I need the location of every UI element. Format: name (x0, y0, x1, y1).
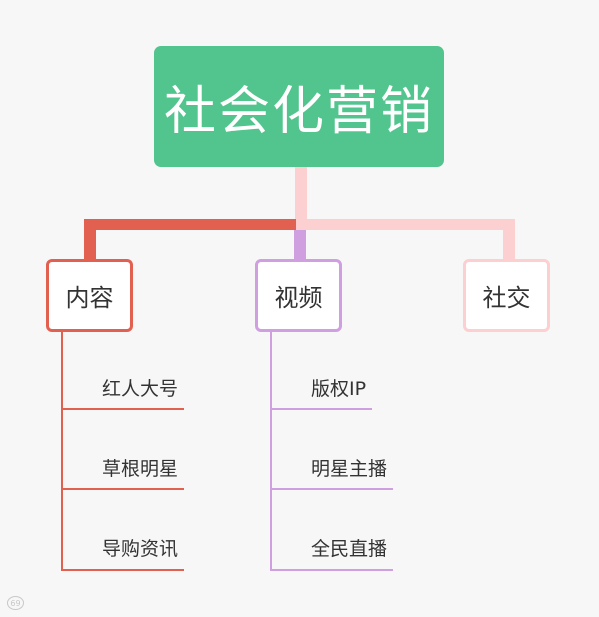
content-item-underline (62, 569, 184, 571)
content-item: 草根明星 (102, 458, 179, 480)
content-item: 红人大号 (102, 378, 179, 400)
video-item-underline (271, 408, 372, 410)
connector-horizontal-right (296, 219, 515, 230)
connector-root-trunk (295, 167, 307, 219)
video-item: 版权IP (311, 378, 367, 400)
content-item-underline (62, 408, 184, 410)
watermark: 69 (7, 596, 24, 610)
video-item: 明星主播 (311, 458, 388, 480)
category-label: 社交 (482, 284, 531, 312)
branch-vertical-video (270, 332, 272, 571)
connector-drop-video (294, 230, 306, 259)
category-node-social: 社交 (463, 259, 550, 332)
root-node-label: 社会化营销 (163, 82, 434, 142)
category-label: 视频 (274, 284, 323, 312)
watermark-logo-icon: 69 (7, 596, 24, 610)
video-item-underline (271, 488, 393, 490)
connector-drop-social (503, 219, 515, 259)
content-item-underline (62, 488, 184, 490)
root-node: 社会化营销 (154, 46, 444, 167)
video-item-underline (271, 569, 393, 571)
connector-horizontal-left (84, 219, 296, 230)
category-node-video: 视频 (255, 259, 342, 332)
branch-vertical-content (61, 332, 63, 571)
category-label: 内容 (65, 284, 114, 312)
content-item: 导购资讯 (102, 538, 179, 560)
video-item: 全民直播 (311, 538, 388, 560)
connector-drop-content (84, 219, 96, 259)
category-node-content: 内容 (46, 259, 133, 332)
